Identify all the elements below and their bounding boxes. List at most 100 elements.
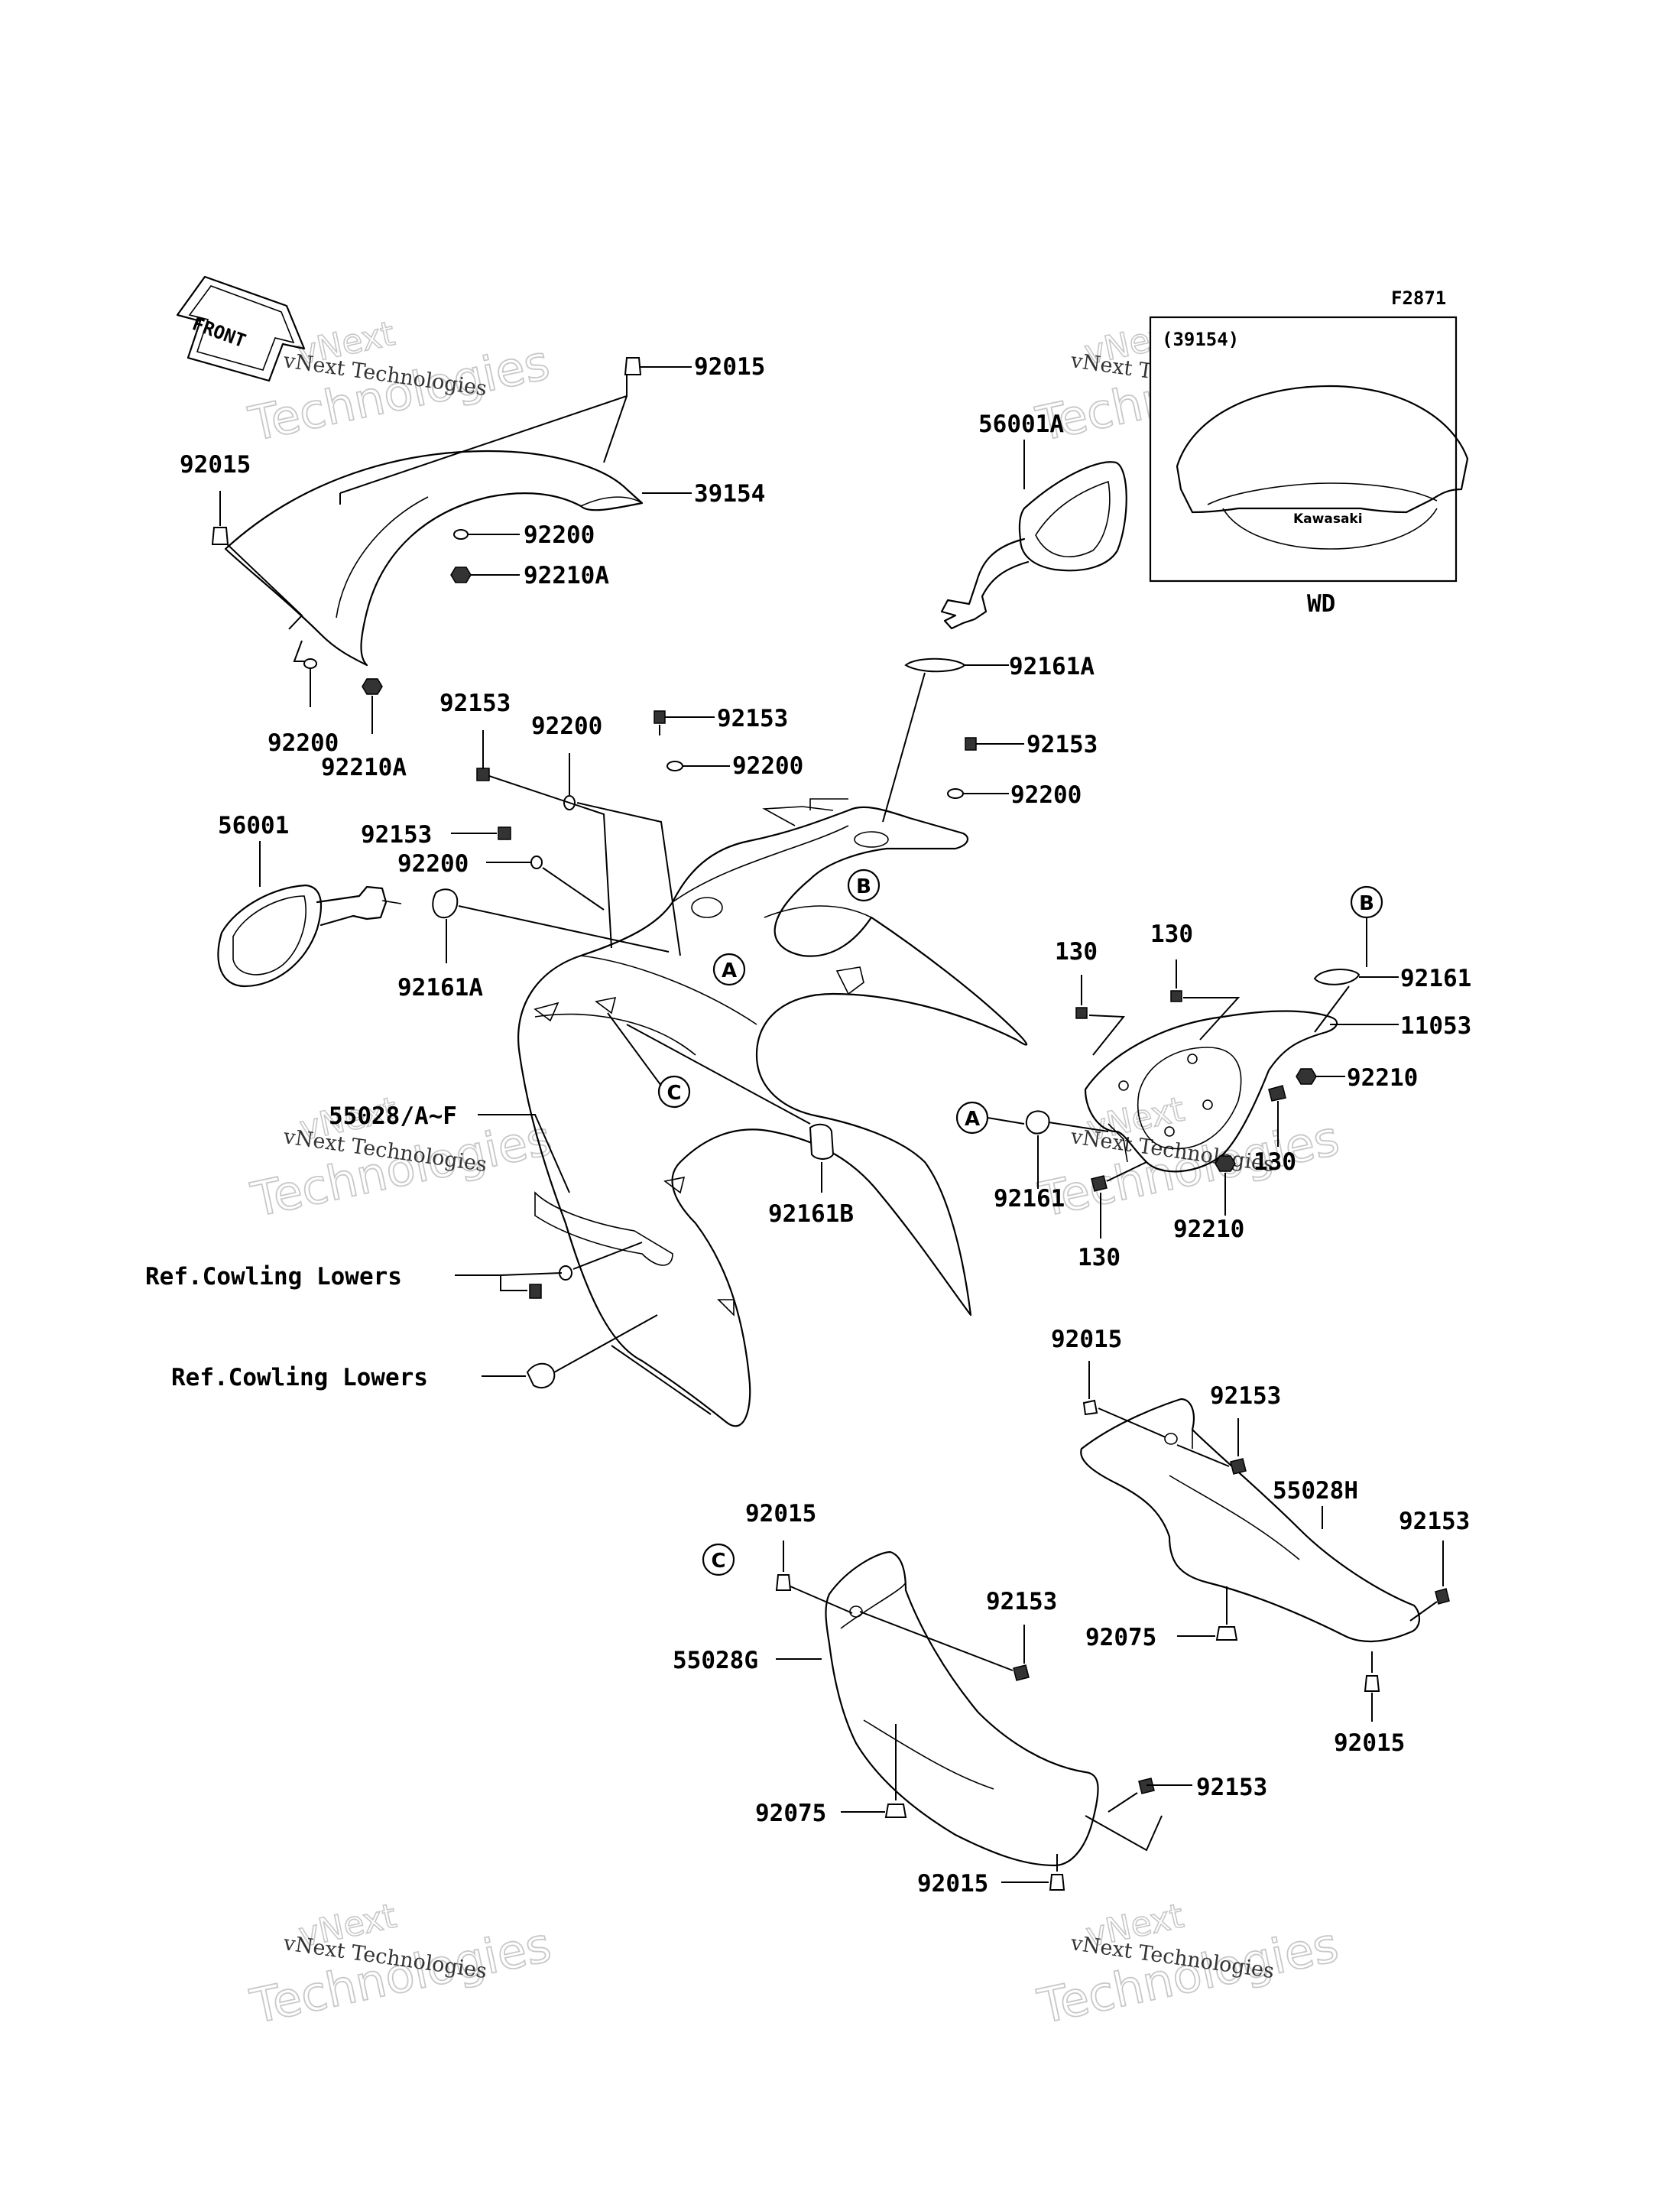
label-92153-h: 92153 [1196,1774,1267,1801]
grommet-92161B-icon [809,1123,835,1160]
label-92200-c: 92200 [531,713,602,740]
nut-92210A-icon [450,567,472,583]
grommet-92161-b-icon [1025,1110,1050,1135]
callout-c-main [657,1075,691,1109]
label-ref-cowling-2: Ref.Cowling Lowers [171,1364,428,1391]
label-56001: 56001 [218,812,289,839]
bolt-92153-b-icon [654,710,666,724]
label-92200-b: 92200 [268,729,339,757]
inset-part-ref: (39154) [1162,329,1239,350]
callout-b-main [847,868,881,902]
label-92210-b: 92210 [1173,1216,1244,1243]
bolt-92015-top-icon [624,357,642,375]
svg-text:C: C [666,1082,681,1105]
label-92153-c: 92153 [1026,731,1098,758]
bracket-11053-part [1084,1010,1338,1173]
panel-55028H-part [1080,1398,1420,1642]
windshield-part [224,450,644,667]
gasket-92161A-right-icon [904,657,966,673]
label-130-a: 130 [1055,938,1098,966]
label-92210-a: 92210 [1347,1064,1418,1092]
bolt-92015-r1-icon [1082,1399,1098,1416]
inset-windshield-wd: (39154) Kawasaki WD [1149,316,1469,618]
bolt-92153-f-icon [1435,1588,1450,1605]
washer-92200-b-icon [303,658,317,669]
label-92200-a: 92200 [524,521,595,549]
label-92200-e: 92200 [1010,781,1082,809]
label-56001A: 56001A [978,411,1064,438]
label-92153-b: 92153 [717,705,788,732]
label-130-c: 130 [1254,1148,1296,1176]
washer-92200-e-icon [947,788,964,799]
bolt-ref-icon [529,1284,542,1299]
cowling-bracket-part [534,1191,673,1266]
grommet-92161A-left-icon [432,888,459,919]
washer-92200-d-icon [666,761,683,771]
label-92015-left: 92015 [180,451,251,479]
label-92210A-b: 92210A [321,754,407,781]
label-92015-l2: 92015 [917,1870,988,1898]
bolt-92015-l1-icon [775,1574,792,1591]
gasket-92161-icon [1313,969,1361,985]
svg-text:B: B [856,875,871,898]
label-130-d: 130 [1078,1244,1121,1271]
label-92075-l: 92075 [755,1800,826,1827]
nut-92210A-b-icon [362,678,383,695]
nut-92210-a-icon [1296,1068,1317,1085]
label-92153-e: 92153 [1210,1382,1281,1410]
label-92015-r1: 92015 [1051,1326,1122,1353]
label-92075-r: 92075 [1085,1624,1156,1651]
label-92153-g: 92153 [986,1588,1057,1615]
label-92153-f: 92153 [1399,1508,1470,1535]
label-39154: 39154 [694,480,765,508]
nut-92075-r-icon [1215,1626,1238,1641]
bolt-130-a-icon [1075,1007,1088,1019]
label-92161: 92161 [1400,965,1471,992]
label-92161-b: 92161 [994,1185,1065,1213]
inset-caption: WD [1307,590,1335,618]
bolt-92015-left-icon [211,527,229,545]
label-11053: 11053 [1400,1012,1471,1040]
svg-text:B: B [1359,892,1374,915]
label-92200-f: 92200 [397,850,469,878]
nut-92075-l-icon [884,1804,907,1818]
bolt-92153-a-icon [476,768,490,781]
upper-cowling-part [517,798,1028,1427]
label-130-b: 130 [1150,920,1193,948]
label-92153-a: 92153 [439,690,511,717]
grommet-ref-icon [526,1362,556,1389]
label-92210A-a: 92210A [524,562,609,589]
label-92015-l1: 92015 [745,1500,816,1528]
bolt-130-b-icon [1170,990,1182,1002]
bolt-92153-c-icon [965,737,977,751]
inset-brand-logo: Kawasaki [1293,511,1363,527]
figure-code: F2871 [1391,287,1446,309]
front-arrow-label: FRONT [190,313,248,352]
svg-text:C: C [711,1550,725,1573]
label-92161A-right: 92161A [1009,653,1095,680]
bolt-92153-g-icon [1013,1664,1030,1681]
label-ref-cowling-1: Ref.Cowling Lowers [145,1263,402,1291]
bolt-130-d-icon [1091,1175,1108,1192]
svg-text:A: A [965,1108,980,1131]
mirror-left-part [217,884,402,988]
label-92200-d: 92200 [732,752,803,780]
label-92161B: 92161B [768,1200,854,1228]
label-92161A-left: 92161A [397,974,483,1002]
label-92015-top: 92015 [694,353,765,381]
callout-a-main [712,953,746,986]
bolt-92153-d-icon [498,826,511,840]
bolt-92153-e-icon [1230,1458,1247,1475]
label-92015-r2: 92015 [1334,1729,1405,1757]
bolt-92015-l2-icon [1049,1874,1065,1891]
label-92153-d: 92153 [361,821,432,849]
washer-92200-f-icon [530,855,543,869]
bolt-130-c-icon [1268,1085,1286,1102]
callout-c-lower [702,1543,735,1576]
mirror-right-part [940,440,1127,630]
label-55028H: 55028H [1273,1477,1358,1505]
washer-92200-icon [453,529,469,540]
label-55028G: 55028G [673,1647,758,1674]
nut-92210-b-icon [1215,1155,1236,1172]
